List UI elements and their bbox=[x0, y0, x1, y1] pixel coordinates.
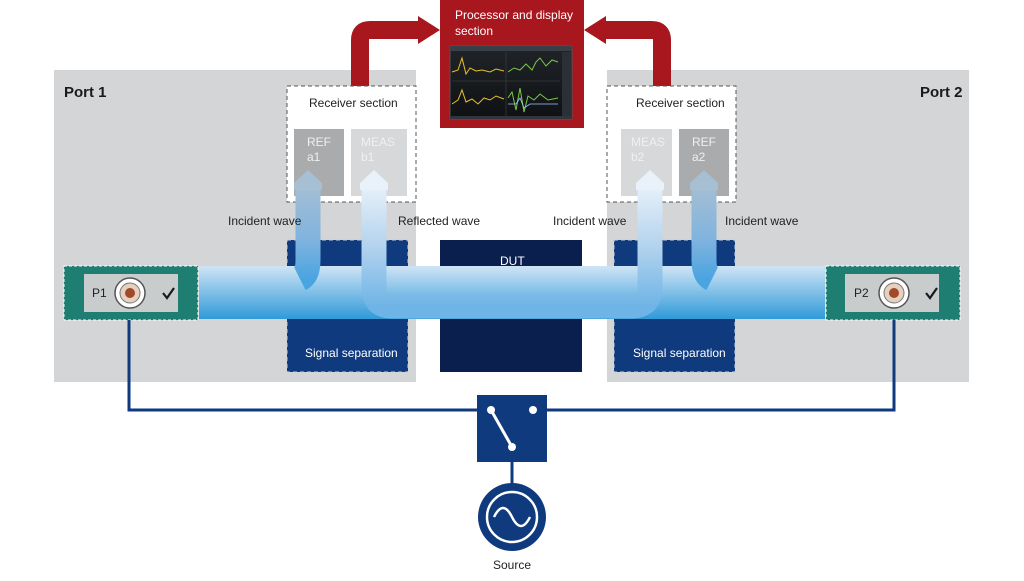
incident-wave-label-right: Incident wave bbox=[725, 214, 799, 228]
source-line-port2 bbox=[545, 320, 896, 412]
meas-b2-line1: MEAS bbox=[631, 135, 666, 149]
meas-b2-line2: b2 bbox=[631, 150, 645, 164]
port2-title: Port 2 bbox=[920, 84, 963, 101]
receiver-left-title: Receiver section bbox=[309, 96, 398, 110]
dut-label: DUT bbox=[500, 254, 525, 268]
switch-icon bbox=[487, 406, 537, 451]
port1-checkmark-icon bbox=[162, 287, 175, 300]
port2-checkmark-icon bbox=[925, 287, 938, 300]
source-label: Source bbox=[493, 558, 532, 572]
ref-a1-line1: REF bbox=[307, 135, 331, 149]
switch-box bbox=[477, 395, 547, 462]
port2-connector-label: P2 bbox=[854, 286, 869, 300]
processor-label-line2: section bbox=[455, 24, 494, 38]
processor-arrow-right bbox=[584, 16, 606, 44]
reflected-wave-path bbox=[361, 183, 663, 319]
incident-arrow-mid bbox=[636, 170, 664, 190]
incident-wave-label-left: Incident wave bbox=[228, 214, 302, 228]
processor-connector-left bbox=[351, 21, 422, 86]
sine-wave-icon bbox=[492, 506, 532, 528]
port1-title: Port 1 bbox=[64, 84, 107, 101]
incident-arrow-right bbox=[690, 170, 718, 190]
reflected-wave-label: Reflected wave bbox=[398, 214, 481, 228]
display-screen bbox=[449, 45, 573, 120]
incident-wave-label-mid: Incident wave bbox=[553, 214, 627, 228]
incident-wave-arc-right bbox=[691, 183, 719, 291]
meas-b1-line1: MEAS bbox=[361, 135, 396, 149]
port1-coax-icon bbox=[114, 277, 146, 309]
processor-arrow-left bbox=[418, 16, 440, 44]
reflected-arrow bbox=[360, 170, 388, 190]
receiver-right-title: Receiver section bbox=[636, 96, 725, 110]
processor-label-line1: Processor and display bbox=[455, 8, 574, 22]
port1-connector-label: P1 bbox=[92, 286, 107, 300]
incident-wave-arc-left bbox=[293, 183, 321, 291]
incident-arrow-left bbox=[294, 170, 322, 190]
signal-separation-label-right: Signal separation bbox=[633, 346, 726, 360]
processor-connector-right bbox=[602, 21, 671, 86]
port2-coax-icon bbox=[878, 277, 910, 309]
source-inner-ring bbox=[485, 490, 539, 544]
source-line-port1 bbox=[127, 320, 480, 412]
ref-a1-line2: a1 bbox=[307, 150, 321, 164]
meas-b1-line2: b1 bbox=[361, 150, 375, 164]
ref-a2-line2: a2 bbox=[692, 150, 706, 164]
ref-a2-line1: REF bbox=[692, 135, 716, 149]
signal-separation-label-left: Signal separation bbox=[305, 346, 398, 360]
